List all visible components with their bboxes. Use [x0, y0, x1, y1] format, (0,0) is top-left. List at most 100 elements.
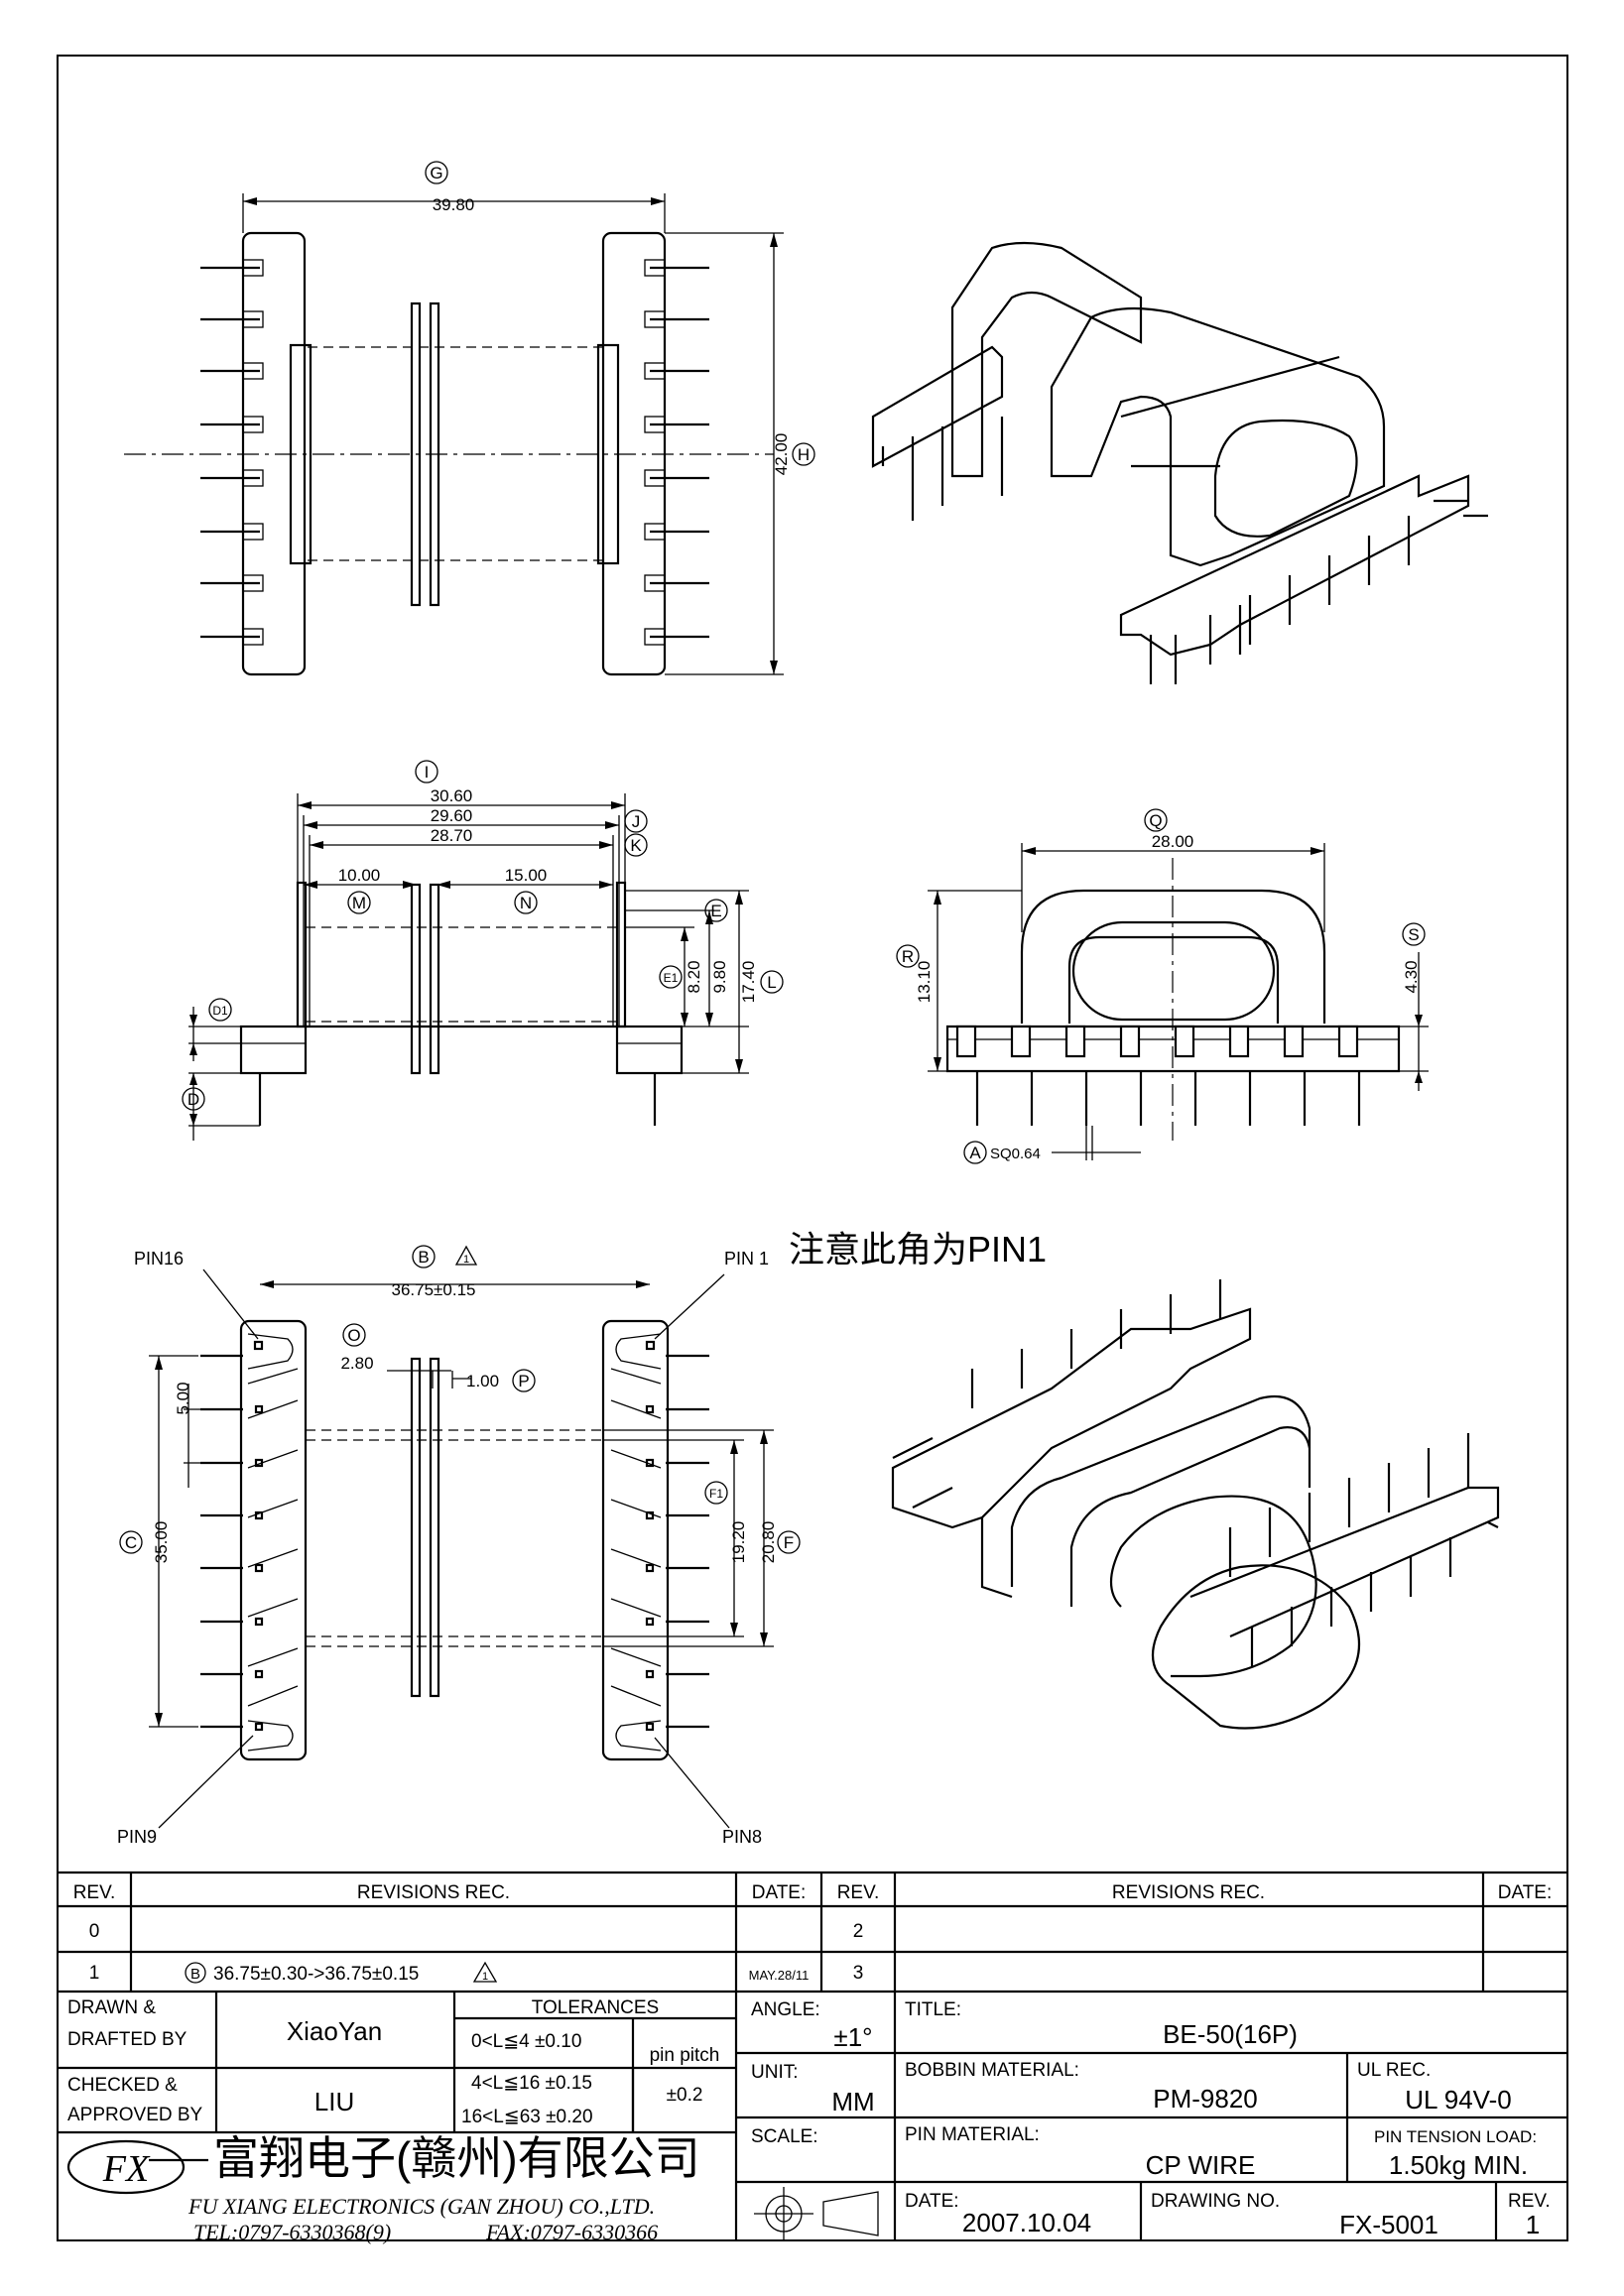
rev-row1-rev2: 3	[853, 1963, 864, 1984]
drawing-no-label: DRAWING NO.	[1151, 2191, 1280, 2212]
bobbin-material-label: BOBBIN MATERIAL:	[905, 2060, 1079, 2081]
unit-label: UNIT:	[751, 2062, 799, 2083]
tag-m: M	[352, 894, 366, 912]
title-value: BE-50(16P)	[1163, 2019, 1298, 2049]
warn-b-icon: 1	[463, 1254, 469, 1266]
dim-l: 17.40	[739, 961, 758, 1004]
tag-n: N	[520, 894, 532, 912]
iso-view-bottom	[891, 1279, 1500, 1730]
bottom-view: PIN16 PIN 1 注意此角为PIN1 B 1 36.75±0.15 O 2…	[117, 1229, 1047, 1847]
company-en: FU XIANG ELECTRONICS (GAN ZHOU) CO.,LTD.	[187, 2194, 655, 2219]
rev-header-2: REV.	[837, 1882, 880, 1903]
label-pin8: PIN8	[722, 1827, 762, 1847]
tolerance-1: 0<L≦4 ±0.10	[471, 2031, 581, 2052]
rev-row1-rec: 36.75±0.30->36.75±0.15	[213, 1964, 419, 1985]
dim-pitch: 5.00	[174, 1382, 192, 1414]
dim-e: 9.80	[710, 960, 729, 993]
dim-r: 13.10	[915, 961, 934, 1004]
dim-m: 10.00	[338, 866, 381, 885]
rev-row1-tag: B	[190, 1966, 200, 1983]
label-pin1: PIN 1	[724, 1249, 769, 1269]
angle-label: ANGLE:	[751, 1999, 820, 2020]
scale-label: SCALE:	[751, 2126, 818, 2147]
dim-h: 42.00	[772, 433, 791, 476]
pin-tension-label: PIN TENSION LOAD:	[1374, 2127, 1537, 2146]
date-header-2: DATE:	[1498, 1882, 1553, 1903]
pin-tension-value: 1.50kg MIN.	[1389, 2150, 1528, 2180]
dim-p: 1.00	[466, 1372, 499, 1390]
title-block: DRAWN & DRAFTED BY XiaoYan CHECKED & APP…	[58, 1992, 1567, 2244]
tag-l: L	[767, 973, 776, 992]
dim-b: 36.75±0.15	[392, 1280, 476, 1299]
pin1-note: 注意此角为PIN1	[789, 1229, 1047, 1269]
date-label: DATE:	[905, 2191, 959, 2212]
rev-value: 1	[1526, 2210, 1540, 2239]
tag-s: S	[1408, 925, 1419, 944]
revision-table: REV. REVISIONS REC. DATE: REV. REVISIONS…	[58, 1871, 1567, 1994]
tag-j: J	[632, 812, 641, 831]
pin-pitch-value: ±0.2	[667, 2085, 703, 2106]
tag-h: H	[798, 445, 810, 464]
dim-e1: 8.20	[685, 960, 703, 993]
drawing-no-value: FX-5001	[1339, 2210, 1438, 2239]
pin-material-value: CP WIRE	[1146, 2150, 1256, 2180]
dim-j: 29.60	[431, 806, 473, 825]
dim-k: 28.70	[431, 826, 473, 845]
label-pin9: PIN9	[117, 1827, 157, 1847]
dim-q: 28.00	[1152, 832, 1194, 851]
tag-d: D	[187, 1090, 199, 1109]
rev-label: REV.	[1508, 2191, 1551, 2212]
pin-size: SQ0.64	[990, 1146, 1041, 1162]
angle-value: ±1°	[833, 2022, 872, 2052]
checked-by: LIU	[314, 2087, 354, 2116]
bobbin-material-value: PM-9820	[1153, 2084, 1258, 2114]
tag-g: G	[430, 164, 442, 182]
tag-i: I	[425, 763, 430, 782]
date-value: 2007.10.04	[962, 2208, 1091, 2237]
label-pin16: PIN16	[134, 1249, 184, 1269]
tag-e1: E1	[664, 971, 679, 985]
checked-label-2: APPROVED BY	[67, 2105, 203, 2125]
tag-k: K	[630, 836, 642, 855]
tag-d1: D1	[212, 1004, 228, 1018]
dim-f1: 19.20	[729, 1521, 748, 1564]
end-view: Q 28.00 13.10 R	[896, 808, 1429, 1164]
logo-text: FX	[102, 2148, 151, 2190]
dim-o: 2.80	[340, 1354, 373, 1373]
pin-material-label: PIN MATERIAL:	[905, 2124, 1040, 2145]
drawn-by: XiaoYan	[287, 2016, 382, 2046]
checked-label-1: CHECKED &	[67, 2075, 178, 2096]
rev-row0-rev: 0	[89, 1921, 100, 1942]
tag-a: A	[969, 1144, 981, 1162]
tag-e: E	[710, 902, 721, 920]
sheet-border	[57, 55, 1568, 2241]
tag-c: C	[125, 1533, 137, 1552]
tag-f: F	[784, 1533, 794, 1552]
dim-g: 39.80	[433, 195, 475, 214]
warn-rev-icon: 1	[482, 1971, 488, 1983]
company-logo: FX	[66, 2139, 208, 2195]
tag-r: R	[902, 947, 914, 966]
top-view: G 39.80	[124, 161, 815, 676]
unit-value: MM	[831, 2087, 874, 2116]
revisions-header-1: REVISIONS REC.	[357, 1882, 510, 1903]
drawn-label-2: DRAFTED BY	[67, 2029, 187, 2050]
pin-pitch-label: pin pitch	[650, 2045, 720, 2066]
tolerance-3: 16<L≦63 ±0.20	[461, 2107, 593, 2127]
company-fax: FAX:0797-6330366	[485, 2220, 658, 2244]
company-tel: TEL:0797-6330368(9)	[193, 2220, 391, 2244]
iso-view-top	[871, 241, 1488, 684]
dim-n: 15.00	[505, 866, 548, 885]
title-label: TITLE:	[905, 1999, 961, 2020]
tolerance-2: 4<L≦16 ±0.15	[471, 2073, 592, 2094]
projection-symbol-icon	[754, 2187, 879, 2240]
tag-p: P	[518, 1372, 529, 1390]
dim-s: 4.30	[1402, 960, 1421, 993]
side-view: I 30.60 29.60 28.70 J K 10.00 M 15.00 N	[182, 760, 784, 1141]
rev-row0-rev2: 2	[853, 1921, 864, 1942]
rev-row1-rev: 1	[89, 1963, 100, 1984]
revisions-header-2: REVISIONS REC.	[1112, 1882, 1265, 1903]
date-header-1: DATE:	[752, 1882, 807, 1903]
tolerances-label: TOLERANCES	[532, 1997, 659, 2018]
